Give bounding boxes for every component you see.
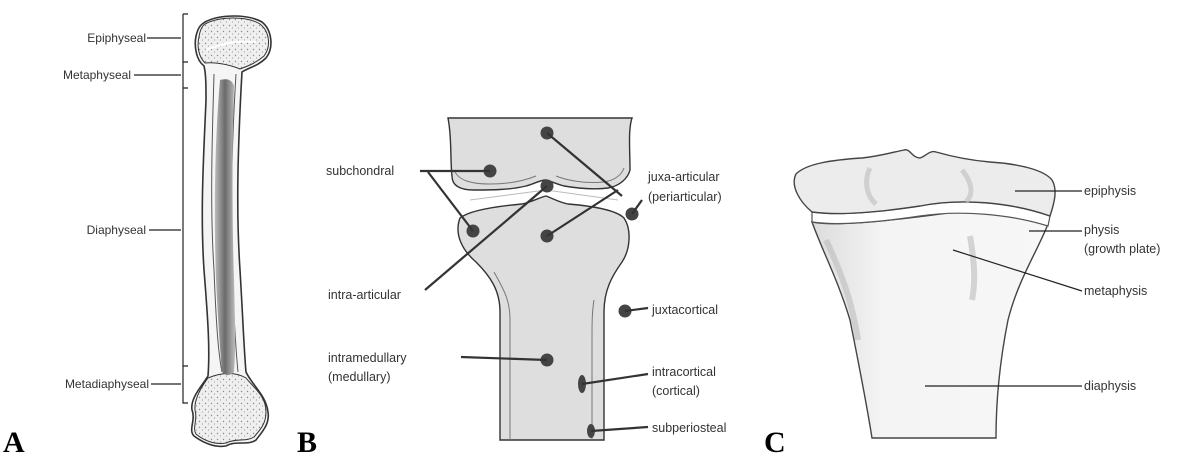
label-diaphyseal: Diaphyseal — [87, 223, 146, 237]
region-bracket — [183, 14, 188, 403]
panel-letter-c: C — [764, 426, 786, 459]
label-epiphysis: epiphysis — [1084, 184, 1136, 198]
label-subchondral: subchondral — [326, 164, 394, 178]
upper-bone — [448, 118, 632, 190]
label-medullary: (medullary) — [328, 370, 391, 384]
label-epiphyseal: Epiphyseal — [87, 31, 146, 45]
label-periarticular: (periarticular) — [648, 190, 722, 204]
panel-c: epiphysis physis (growth plate) metaphys… — [764, 150, 1160, 459]
label-intracortical: intracortical — [652, 365, 716, 379]
label-growth-plate: (growth plate) — [1084, 242, 1160, 256]
label-juxta-articular: juxa-articular — [647, 170, 720, 184]
panel-a: Epiphyseal Metaphyseal Diaphyseal Metadi… — [3, 14, 271, 459]
label-intramedullary: intramedullary — [328, 351, 407, 365]
label-physis: physis — [1084, 223, 1119, 237]
label-intra-articular: intra-articular — [328, 288, 401, 302]
panel-b: subchondral juxa-articular (periarticula… — [297, 118, 726, 459]
label-subperiosteal: subperiosteal — [652, 421, 726, 435]
label-metaphyseal: Metaphyseal — [63, 68, 131, 82]
tibia-shaft — [812, 211, 1048, 438]
panel-letter-a: A — [3, 426, 25, 459]
label-metaphysis: metaphysis — [1084, 284, 1147, 298]
label-diaphysis: diaphysis — [1084, 379, 1136, 393]
label-juxtacortical: juxtacortical — [651, 303, 718, 317]
panel-letter-b: B — [297, 426, 317, 459]
femur-distal-end — [195, 374, 266, 444]
label-cortical: (cortical) — [652, 384, 700, 398]
label-metadiaphyseal: Metadiaphyseal — [65, 377, 149, 391]
